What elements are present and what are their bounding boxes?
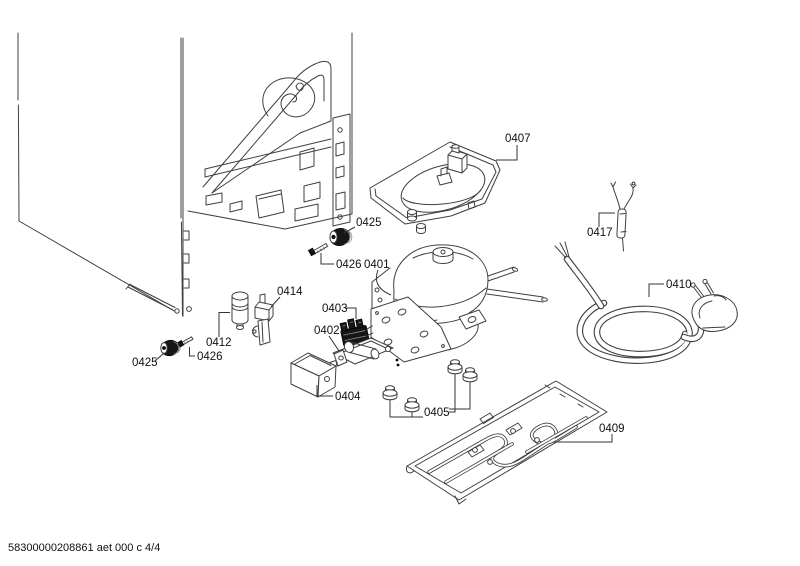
part-label-0407: 0407 [505, 133, 531, 145]
part-label-0403: 0403 [322, 303, 348, 315]
part-overload-protector-0402 [332, 337, 400, 367]
part-power-cord-0410 [554, 241, 738, 364]
part-label-0405: 0405 [424, 407, 450, 419]
part-screw-0426-left [177, 336, 194, 348]
part-labels: 0407 0425 0426 0401 0414 0403 0402 0412 … [132, 133, 692, 435]
part-label-0425-left: 0425 [132, 357, 158, 369]
part-compressor-0401 [370, 244, 548, 363]
part-label-0425-upper: 0425 [356, 217, 382, 229]
part-screw-0426-upper [307, 243, 329, 257]
part-label-0412: 0412 [206, 337, 232, 349]
part-grommets-0405 [382, 359, 478, 413]
part-drip-tray-0407 [369, 141, 501, 234]
part-damper-0425-left [160, 339, 181, 357]
part-capacitor-0412 [231, 291, 249, 330]
part-thermal-fuse-0417 [610, 181, 637, 252]
part-damper-0425-upper [329, 228, 353, 246]
cabinet-side-panel [17, 32, 183, 317]
machine-compartment-panel [182, 32, 353, 317]
part-label-0410: 0410 [666, 279, 692, 291]
part-label-0409: 0409 [599, 423, 625, 435]
part-cover-0404 [290, 352, 338, 398]
part-label-0402: 0402 [314, 325, 340, 337]
part-label-0417: 0417 [587, 227, 613, 239]
part-bracket-0414 [252, 293, 274, 346]
part-base-plate-0409 [406, 380, 608, 505]
part-label-0401: 0401 [364, 259, 390, 271]
part-label-0426-left: 0426 [197, 351, 223, 363]
part-label-0426-upper: 0426 [336, 259, 362, 271]
document-reference: 58300000208861 aet 000 c 4/4 [8, 542, 160, 554]
leader-lines [154, 145, 664, 443]
part-label-0414: 0414 [277, 286, 303, 298]
part-label-0404: 0404 [335, 391, 361, 403]
